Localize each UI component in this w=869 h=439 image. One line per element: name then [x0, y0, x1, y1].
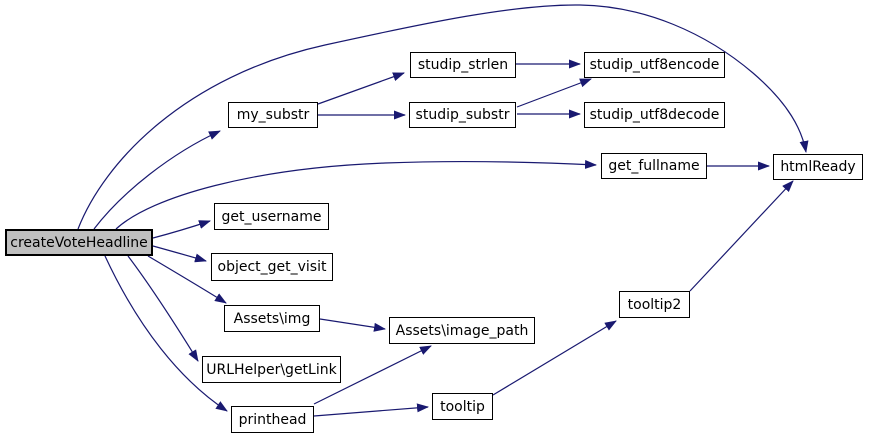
node-label: createVoteHeadline — [10, 234, 148, 251]
edge-tooltip2-to-htmlReady — [689, 180, 794, 292]
node-assets_img[interactable]: Assets\img — [224, 305, 320, 332]
node-label: htmlReady — [780, 159, 856, 175]
node-label: Assets\img — [233, 310, 311, 327]
node-tooltip[interactable]: tooltip — [432, 393, 493, 420]
node-label: my_substr — [236, 107, 310, 123]
node-object_get_visit[interactable]: object_get_visit — [211, 253, 333, 281]
edge-tooltip-to-tooltip2 — [492, 320, 617, 396]
edge-createVoteHeadline-to-assets_img — [147, 255, 227, 304]
edge-createVoteHeadline-to-htmlReady — [77, 4, 809, 230]
node-label: tooltip — [440, 398, 485, 415]
edge-createVoteHeadline-to-get_fullname — [115, 159, 597, 230]
node-printhead[interactable]: printhead — [231, 406, 314, 433]
node-label: studip_utf8encode — [589, 57, 720, 73]
edge-createVoteHeadline-to-printhead — [104, 255, 228, 412]
node-createVoteHeadline: createVoteHeadline — [5, 229, 153, 256]
node-label: studip_strlen — [417, 57, 509, 73]
edge-my_substr-to-studip_strlen — [317, 72, 405, 105]
node-studip_utf8encode[interactable]: studip_utf8encode — [584, 52, 725, 78]
node-label: tooltip2 — [627, 296, 682, 313]
node-assets_image_path[interactable]: Assets\image_path — [389, 317, 535, 344]
node-label: get_fullname — [608, 158, 700, 174]
node-studip_strlen[interactable]: studip_strlen — [410, 52, 516, 78]
node-label: Assets\image_path — [395, 322, 529, 339]
node-my_substr[interactable]: my_substr — [228, 102, 318, 128]
node-label: printhead — [238, 411, 307, 428]
node-htmlReady[interactable]: htmlReady — [773, 154, 863, 180]
edge-createVoteHeadline-to-my_substr — [93, 130, 221, 230]
edge-createVoteHeadline-to-object_get_visit — [152, 245, 207, 263]
node-label: object_get_visit — [217, 259, 327, 275]
edge-studip_substr-to-studip_utf8encode — [516, 78, 592, 108]
edge-createVoteHeadline-to-urlhelper_getlink — [127, 255, 199, 362]
node-label: studip_substr — [415, 107, 510, 123]
edge-createVoteHeadline-to-get_username — [152, 220, 211, 239]
node-get_username[interactable]: get_username — [214, 203, 329, 230]
node-get_fullname[interactable]: get_fullname — [601, 153, 707, 179]
node-label: URLHelper\getLink — [206, 361, 337, 378]
node-studip_substr[interactable]: studip_substr — [409, 102, 516, 128]
edge-assets_img-to-assets_image_path — [319, 318, 386, 332]
node-tooltip2[interactable]: tooltip2 — [619, 291, 690, 318]
node-studip_utf8decode[interactable]: studip_utf8decode — [584, 102, 725, 128]
node-label: studip_utf8decode — [589, 107, 720, 123]
edge-printhead-to-tooltip — [313, 403, 429, 417]
edge-printhead-to-assets_image_path — [313, 345, 432, 405]
node-label: get_username — [221, 208, 322, 225]
node-urlhelper_getlink[interactable]: URLHelper\getLink — [202, 356, 341, 383]
